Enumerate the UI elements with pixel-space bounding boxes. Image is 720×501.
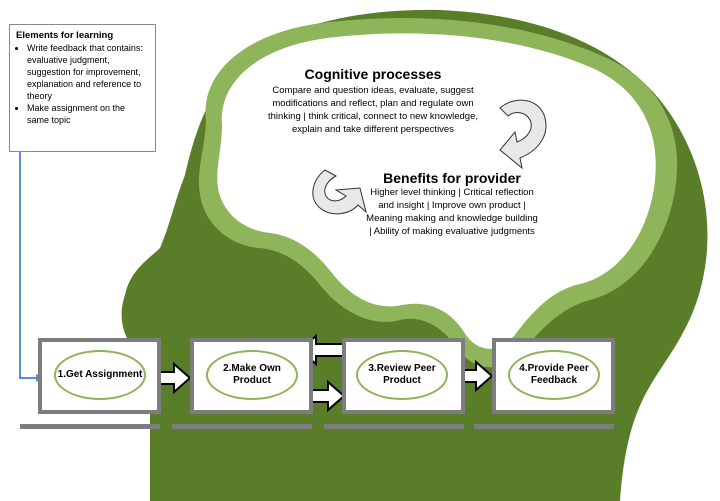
elements-item: Write feedback that contains: evaluative… [27, 42, 149, 102]
cognitive-body: Compare and question ideas, evaluate, su… [268, 85, 478, 135]
laptop-base-1 [20, 424, 160, 429]
connector-line [19, 152, 36, 379]
benefits-body: Higher level thinking | Critical reflect… [366, 187, 538, 237]
elements-item: Make assignment on the same topic [27, 102, 149, 126]
step-4-label: 4.Provide Peer Feedback [508, 350, 600, 400]
curved-arrow-right-icon [499, 99, 547, 170]
brain-interior [217, 33, 656, 349]
step-1-label: 1.Get Assignment [54, 350, 146, 400]
elements-for-learning-box: Elements for learning Write feedback tha… [9, 24, 156, 152]
step-2-label: 2.Make Own Product [206, 350, 298, 400]
laptop-base-2 [172, 424, 312, 429]
curved-arrow-left-icon [312, 169, 367, 215]
cognitive-title: Cognitive processes [304, 66, 442, 82]
elements-list: Write feedback that contains: evaluative… [16, 42, 149, 126]
benefits-title: Benefits for provider [383, 170, 521, 186]
step-3-label: 3.Review Peer Product [356, 350, 448, 400]
elements-heading: Elements for learning [16, 30, 114, 41]
laptop-base-4 [474, 424, 614, 429]
laptop-base-3 [324, 424, 464, 429]
